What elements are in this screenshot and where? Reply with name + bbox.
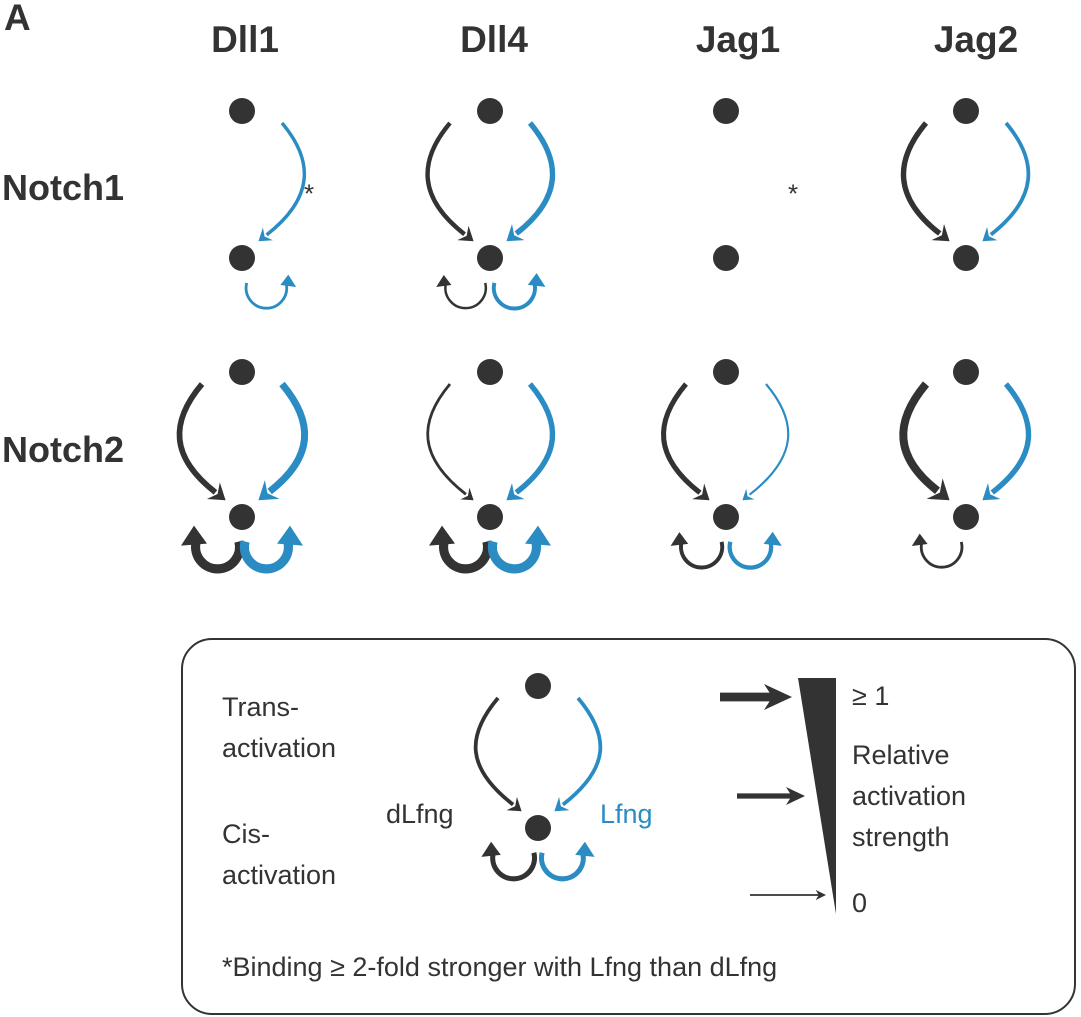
legend-cis-label-1: Cis-: [222, 819, 270, 849]
trans-arrow-lfng: [258, 121, 307, 242]
trans-arrow-lfng: [506, 121, 556, 242]
panel-label: A: [4, 0, 31, 38]
sender-node: [713, 359, 739, 385]
cis-loop-dlfng: [436, 275, 487, 310]
cis-loop-lfng: [491, 273, 546, 311]
legend-sender-node: [525, 673, 551, 699]
trans-arrow-lfng: [982, 382, 1032, 501]
legend-trans-label-1: Trans-: [222, 692, 299, 722]
scale-title-1: Relative: [852, 740, 950, 770]
legend-cis-loop-lfng: [539, 841, 595, 882]
sender-node: [229, 98, 255, 124]
scale-title-3: strength: [852, 822, 950, 852]
trans-arrow-lfng: [258, 381, 308, 501]
receiver-node: [229, 245, 255, 271]
scale-min-label: 0: [852, 888, 867, 918]
trans-arrow-dlfng: [176, 382, 226, 501]
cell-notch2-dll1: [176, 359, 308, 574]
legend-lfng-label: Lfng: [600, 799, 653, 829]
legend-trans-label-2: activation: [222, 733, 336, 763]
legend-trans-arrow-dlfng: [473, 696, 522, 812]
trans-arrow-dlfng: [425, 121, 474, 242]
cis-loop-dlfng: [670, 532, 725, 570]
cell-notch1-jag1: *: [713, 98, 798, 271]
trans-arrow-lfng: [506, 382, 556, 501]
sender-node: [477, 98, 503, 124]
receiver-node: [953, 504, 979, 530]
receiver-node: [229, 504, 255, 530]
sender-node: [477, 359, 503, 385]
receiver-node: [713, 504, 739, 530]
scale-max-label: ≥ 1: [852, 681, 889, 711]
legend-dlfng-label: dLfng: [386, 799, 454, 829]
cell-notch2-dll4: [426, 359, 556, 574]
trans-arrow-dlfng: [426, 383, 474, 501]
sender-node: [229, 359, 255, 385]
binding-asterisk: *: [304, 179, 314, 209]
cis-loop-dlfng: [181, 525, 245, 574]
scale-arrow-strong: [720, 684, 792, 710]
footnote: *Binding ≥ 2-fold stronger with Lfng tha…: [222, 952, 777, 982]
sender-node: [713, 98, 739, 124]
legend-trans-arrow-lfng: [554, 696, 603, 812]
row-header-notch2: Notch2: [2, 429, 124, 470]
cis-loop-dlfng: [911, 533, 964, 569]
trans-arrow-dlfng: [899, 381, 950, 501]
trans-arrow-dlfng: [661, 382, 710, 501]
cis-loop-lfng: [727, 531, 782, 570]
cell-grid: **: [176, 98, 1032, 574]
column-header-dll1: Dll1: [211, 19, 279, 60]
legend-receiver-node: [525, 815, 551, 841]
receiver-node: [713, 245, 739, 271]
cis-loop-lfng: [239, 525, 303, 574]
receiver-node: [477, 245, 503, 271]
binding-asterisk: *: [788, 179, 798, 209]
cell-notch1-jag2: [900, 98, 1031, 271]
cis-loop-dlfng: [429, 525, 493, 574]
column-header-jag2: Jag2: [934, 19, 1018, 60]
cis-loop-lfng: [487, 525, 551, 574]
scale-arrows: [720, 684, 826, 901]
cell-notch2-jag2: [899, 359, 1032, 569]
cell-notch2-jag1: [661, 359, 790, 570]
row-header-notch1: Notch1: [2, 167, 124, 208]
receiver-node: [953, 245, 979, 271]
sender-node: [953, 98, 979, 124]
cis-loop-lfng: [244, 274, 297, 310]
legend-cis-loop-dlfng: [481, 841, 537, 882]
legend-box: [181, 638, 1076, 1015]
legend-cis-label-2: activation: [222, 860, 336, 890]
sender-node: [953, 359, 979, 385]
cell-notch1-dll1: *: [229, 98, 314, 310]
trans-arrow-lfng: [982, 121, 1031, 242]
scale-arrow-medium: [737, 787, 805, 805]
column-header-dll4: Dll4: [460, 19, 528, 60]
strength-wedge: [798, 678, 836, 914]
cell-notch1-dll4: [425, 98, 556, 311]
trans-arrow-dlfng: [900, 121, 950, 242]
receiver-node: [477, 504, 503, 530]
scale-arrow-weak: [750, 889, 826, 901]
trans-arrow-lfng: [742, 383, 790, 501]
column-header-jag1: Jag1: [696, 19, 780, 60]
legend-motif: [473, 673, 603, 882]
scale-title-2: activation: [852, 781, 966, 811]
